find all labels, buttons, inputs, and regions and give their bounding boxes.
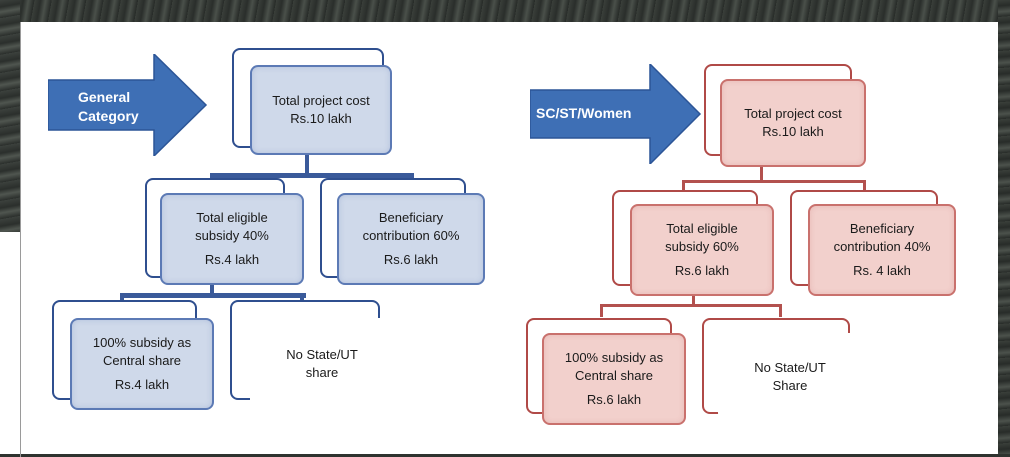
connector (305, 153, 309, 175)
sc-st-women-label: SC/ST/Women (536, 105, 632, 121)
connector (682, 180, 866, 183)
connector (210, 282, 214, 296)
background-frame-right (998, 0, 1010, 457)
connector (779, 305, 782, 317)
general-category-label: General Category (78, 89, 139, 124)
connector (692, 290, 695, 306)
sc-st-women-arrow (530, 64, 702, 164)
connector (210, 173, 414, 178)
background-frame-top (0, 0, 1010, 22)
general-category-arrow (48, 54, 208, 156)
connector (863, 181, 866, 193)
connector (760, 160, 763, 182)
connector (120, 293, 306, 298)
connector (600, 305, 603, 317)
background-frame-left (0, 0, 20, 232)
panel-border (20, 22, 21, 457)
connector (682, 181, 685, 193)
connector (600, 304, 782, 307)
background-frame-bottom (0, 454, 1010, 457)
